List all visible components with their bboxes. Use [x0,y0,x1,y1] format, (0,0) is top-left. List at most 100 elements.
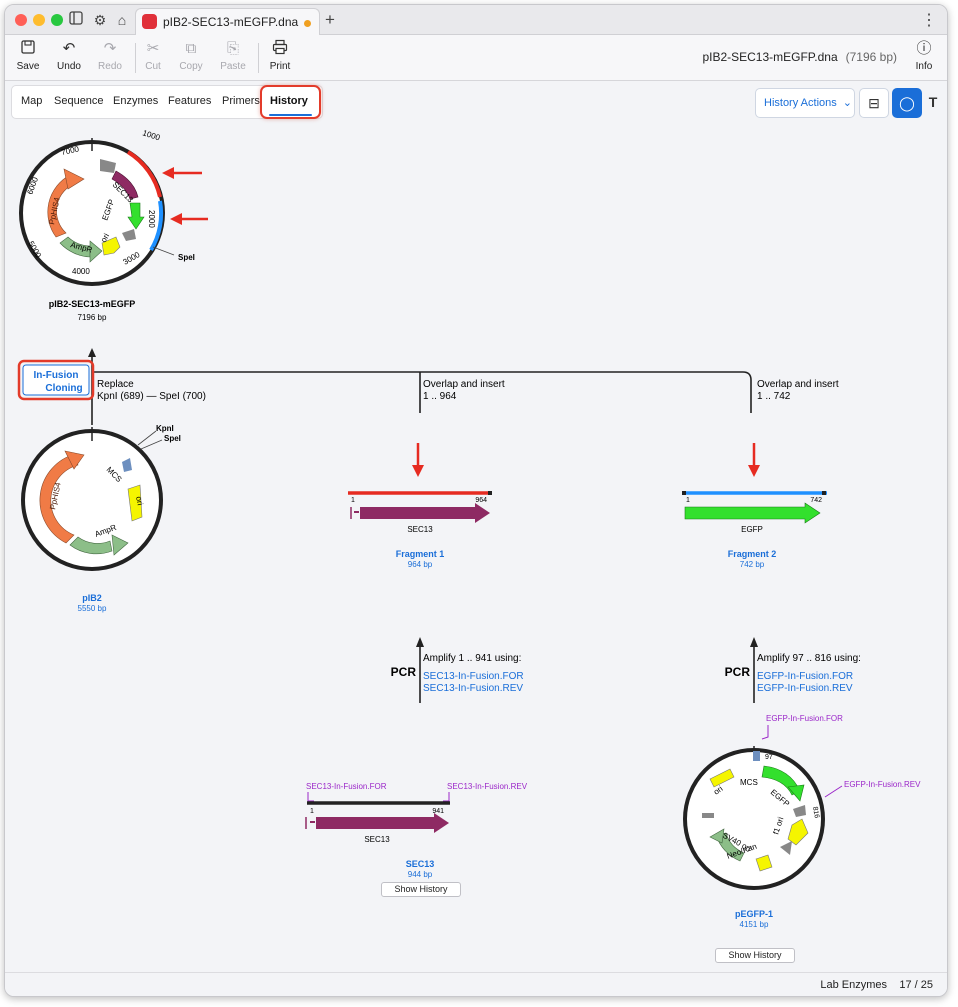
fragment1-size: 964 bp [408,560,433,569]
info-button[interactable]: ⓘ Info [904,39,944,72]
save-button[interactable]: Save [8,39,48,72]
vector-plasmid-map[interactable]: KpnI SpeI PpHIS4 MCS ori AmpR [21,424,181,571]
tab-enzymes[interactable]: Enzymes [113,95,159,107]
chevron-down-icon: ⌄ [842,97,852,109]
toolbar-divider [258,43,259,73]
vector-name[interactable]: pIB2 [82,593,102,603]
show-history-button[interactable]: Show History [715,948,795,963]
zoom-window-button[interactable] [51,14,63,26]
paste-button[interactable]: ⎘ Paste [213,39,253,72]
tab-sequence[interactable]: Sequence [54,95,104,107]
gear-icon[interactable]: ⚙ [93,12,107,28]
tick-label: 7000 [61,144,81,157]
toolbar: Save ↶ Undo ↷ Redo ✂ Cut ⧉ Copy ⎘ Paste … [5,35,947,81]
tick-label: 4000 [72,267,90,276]
vector-range: KpnI (689) — SpeI (700) [97,391,206,402]
tab-title: pIB2-SEC13-mEGFP.dna [163,15,299,29]
product-size: 7196 bp [78,313,107,322]
history-actions-button[interactable]: History Actions⌄ [755,88,855,118]
close-window-button[interactable] [15,14,27,26]
fragment1-map[interactable]: 1 964 SEC13 [348,491,492,534]
app-window: ⚙ ⌂ pIB2-SEC13-mEGFP.dna + ⋮ Save ↶ Undo… [4,4,948,997]
position-label: 816 [811,806,820,819]
enzyme-set[interactable]: Lab Enzymes [820,979,887,991]
paste-icon: ⎘ [226,40,239,57]
home-icon[interactable]: ⌂ [117,12,127,28]
fragment2-size: 742 bp [740,560,765,569]
app-logo-icon [142,14,157,29]
operation-connector [88,348,752,425]
status-bar: Lab Enzymes 17 / 25 [5,972,947,996]
fragment2-map[interactable]: 1 742 EGFP [682,491,827,534]
show-history-button[interactable]: Show History [381,882,461,897]
range-end: 964 [475,497,487,504]
fragment2-action: Overlap and insert [757,379,839,390]
template2-map[interactable]: EGFP-In-Fusion.FOR EGFP-In-Fusion.REV 97… [683,714,921,890]
template2-name[interactable]: pEGFP-1 [735,909,773,919]
pcr1-connector [416,637,424,703]
position-label: 97 [765,754,773,761]
cut-button[interactable]: ✂ Cut [133,39,173,72]
annotation-arrow [162,167,202,179]
template1-name[interactable]: SEC13 [406,859,435,869]
site-label: SpeI [178,253,195,262]
active-tab-indicator [269,114,312,116]
history-diagram: 1000 2000 3000 4000 5000 6000 7000 SEC13… [17,128,921,929]
redo-button[interactable]: ↷ Redo [90,39,130,72]
pcr2-primer-rev[interactable]: EGFP-In-Fusion.REV [757,683,853,694]
pcr1-primer-for[interactable]: SEC13-In-Fusion.FOR [423,671,524,682]
feature-label: ori [134,496,145,507]
site-label: SpeI [164,434,181,443]
tab-primers[interactable]: Primers [222,95,260,107]
copy-button[interactable]: ⧉ Copy [171,39,211,72]
annotation-arrow [412,443,424,477]
annotation-arrow [748,443,760,477]
method-label: In-Fusion [34,370,79,381]
fragment1-range: 1 .. 964 [423,391,457,402]
fragment1-action: Overlap and insert [423,379,505,390]
tab-history[interactable]: History [270,95,308,107]
vector-action: Replace [97,379,134,390]
pcr2-label: PCR [725,665,751,679]
method-label: Cloning [45,383,82,394]
printer-icon [260,39,300,59]
pcr1-label: PCR [391,665,417,679]
document-tab[interactable]: pIB2-SEC13-mEGFP.dna [135,8,320,35]
new-tab-button[interactable]: + [325,10,335,29]
range-start: 1 [351,497,355,504]
fragment2-name[interactable]: Fragment 2 [728,549,777,559]
more-menu-button[interactable]: ⋮ [921,12,937,29]
save-icon [8,39,48,59]
feature-label: EGFP [741,525,763,534]
pcr2-action: Amplify 97 .. 816 using: [757,653,861,664]
text-view-button[interactable]: T [928,94,938,110]
print-button[interactable]: Print [260,39,300,72]
collapse-view-button[interactable]: ⊟ [859,88,889,118]
sidebar-toggle-icon[interactable] [67,11,85,29]
template1-map[interactable]: SEC13-In-Fusion.FOR SEC13-In-Fusion.REV … [305,782,528,844]
range-end: 941 [432,808,444,815]
tab-features[interactable]: Features [168,95,212,107]
undo-button[interactable]: ↶ Undo [49,39,89,72]
view-bar: Map Sequence Enzymes Features Primers Hi… [11,85,945,119]
product-name: pIB2-SEC13-mEGFP [49,299,136,309]
enzyme-count: 17 / 25 [899,979,933,991]
tick-label: 1000 [141,128,161,142]
feature-label: MCS [740,778,758,787]
fragment1-name[interactable]: Fragment 1 [396,549,445,559]
copy-icon: ⧉ [185,40,197,57]
product-plasmid-map[interactable]: 1000 2000 3000 4000 5000 6000 7000 SEC13… [19,128,195,286]
range-start: 1 [310,808,314,815]
range-end: 742 [810,497,822,504]
in-fusion-cloning-badge[interactable]: In-Fusion Cloning [17,359,95,401]
pcr1-primer-rev[interactable]: SEC13-In-Fusion.REV [423,683,523,694]
pcr2-primer-for[interactable]: EGFP-In-Fusion.FOR [757,671,853,682]
range-start: 1 [686,497,690,504]
feature-label: SEC13 [364,835,390,844]
document-name: pIB2-SEC13-mEGFP.dna(7196 bp) [702,50,897,64]
circular-view-button[interactable]: ◯ [892,88,922,118]
minimize-window-button[interactable] [33,14,45,26]
pcr2-connector [750,637,758,703]
document-size: (7196 bp) [845,50,897,64]
tab-map[interactable]: Map [21,95,43,107]
